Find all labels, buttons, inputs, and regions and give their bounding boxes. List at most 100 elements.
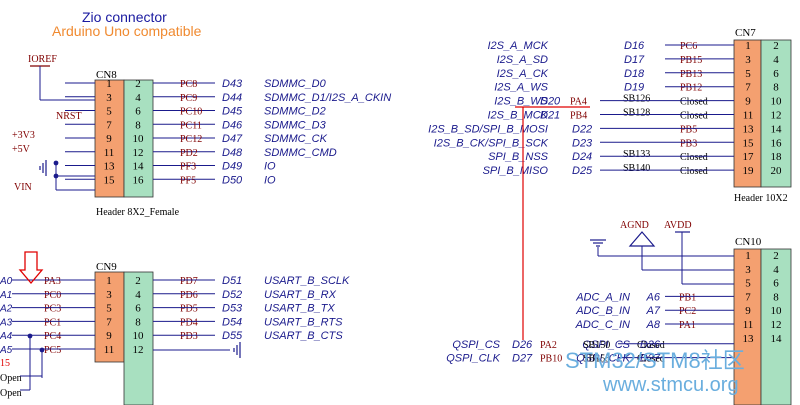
- cn10-anum: D26: [640, 339, 661, 351]
- cn10-port: PC2: [679, 306, 696, 317]
- cn10-anum: A7: [646, 305, 661, 317]
- cn7-signal: I2S_A_CK: [497, 68, 549, 80]
- cn8-port: PC12: [180, 134, 202, 145]
- cn8-dnum: D45: [222, 106, 243, 118]
- cn10-signal: QSPI_CS: [452, 339, 500, 351]
- cn8-signal: SDMMC_CK: [264, 133, 328, 145]
- cn9-ref: CN9: [96, 261, 117, 273]
- cn7-pin: 16: [771, 137, 783, 149]
- cn9-dnum: D55: [222, 330, 243, 342]
- cn10-dnum: D27: [512, 353, 533, 365]
- cn7-port: PB13: [680, 69, 702, 80]
- cn7-pin: 20: [771, 165, 783, 177]
- cn8-dnum: D49: [222, 161, 242, 173]
- cn9-port: PD6: [180, 290, 198, 301]
- cn9-left-port: PA3: [44, 276, 61, 287]
- cn9-left-port: PC5: [44, 345, 61, 356]
- cn7-sb: SB133: [623, 149, 650, 160]
- cn7-signal: I2S_A_SD: [497, 54, 548, 66]
- cn9-open-1: Open: [0, 373, 22, 384]
- cn8-dnum: D43: [222, 78, 243, 90]
- cn7-signal: I2S_A_MCK: [487, 40, 548, 52]
- cn8-signal: SDMMC_D3: [264, 119, 327, 131]
- cn10-pin: 2: [773, 250, 779, 262]
- cn8-pin: 3: [106, 92, 112, 104]
- cn8-signal: SDMMC_CMD: [264, 147, 337, 159]
- cn8-dnum: D46: [222, 119, 243, 131]
- cn7-sb: SB126: [623, 94, 650, 105]
- cn7-dnum: D19: [624, 82, 644, 94]
- cn10-pin: 12: [771, 319, 782, 331]
- cn10-pin: 14: [771, 333, 783, 345]
- cn9-pin: 11: [104, 344, 115, 356]
- cn8-signal: IO: [264, 161, 276, 173]
- cn9-port: PD4: [180, 317, 198, 328]
- cn7-pin: 3: [745, 54, 751, 66]
- cn9-pin: 12: [133, 344, 144, 356]
- cn8-port: PD2: [180, 148, 198, 159]
- cn8-pin: 11: [104, 147, 115, 159]
- net-nrst: NRST: [56, 111, 82, 122]
- cn7-dnum: D16: [624, 40, 645, 52]
- cn9-signal: USART_B_TX: [264, 303, 335, 315]
- cn8-label: Header 8X2_Female: [96, 207, 180, 218]
- cn7-pin: 19: [743, 165, 755, 177]
- cn7-port: PB12: [680, 83, 702, 94]
- cn7-dnum: D25: [572, 165, 593, 177]
- cn9-even-block: [123, 271, 154, 405]
- cn9-analog: A5: [0, 345, 13, 356]
- cn8-pin: 13: [104, 161, 116, 173]
- cn7-pin: 12: [771, 110, 782, 122]
- cn9-left-port: PC4: [44, 331, 61, 342]
- cn7-label: Header 10X2: [734, 193, 788, 204]
- net-vin: VIN: [14, 182, 32, 193]
- cn9-pin: 10: [133, 330, 145, 342]
- cn9-signal: USART_B_CTS: [264, 330, 343, 342]
- cn8-pin: 16: [133, 174, 145, 186]
- cn7-pin: 7: [745, 82, 751, 94]
- cn10-signal: QSPI_CLK: [576, 353, 630, 365]
- cn9-port: PD3: [180, 331, 198, 342]
- cn8-dnum: D44: [222, 92, 242, 104]
- page-subtitle: Arduino Uno compatible: [52, 23, 202, 39]
- cn7-dnum: D24: [572, 151, 592, 163]
- cn10-signal: ADC_A_IN: [575, 291, 630, 303]
- cn8-port: PC11: [180, 120, 202, 131]
- cn8-pin: 8: [135, 119, 141, 131]
- cn8-pin: 1: [106, 78, 112, 90]
- cn10-signal: QSPI_CS: [582, 339, 630, 351]
- cn10-anum: A8: [646, 319, 661, 331]
- cn7-signal: I2S_B_SD/SPI_B_MOSI: [428, 123, 548, 135]
- cn7-signal: I2S_B_CK/SPI_B_SCK: [434, 137, 549, 149]
- cn8-pin: 7: [106, 119, 112, 131]
- cn7-pin: 9: [745, 96, 751, 108]
- cn7-pin: 14: [771, 123, 783, 135]
- cn10-anum: D27: [640, 353, 661, 365]
- cn9-open-2: Open: [0, 388, 22, 399]
- cn7-state: Closed: [680, 97, 708, 108]
- cn7-even-block: [760, 39, 792, 188]
- cn10-port: PA1: [679, 320, 696, 331]
- cn9-pin: 9: [106, 330, 112, 342]
- cn10-anum: A6: [646, 291, 661, 303]
- cn9-pin: 6: [135, 303, 141, 315]
- cn8-pin: 4: [135, 92, 141, 104]
- cn9-pin: 8: [135, 316, 141, 328]
- cn7-pin: 4: [773, 54, 779, 66]
- cn7-pin: 5: [745, 68, 751, 80]
- cn10-pin: 5: [745, 278, 751, 290]
- net-5v: +5V: [12, 144, 31, 155]
- cn10-pin: 8: [773, 291, 779, 303]
- cn8-odd-block: [94, 79, 125, 198]
- cn9-analog: A2: [0, 304, 13, 315]
- agnd-icon: [628, 231, 656, 247]
- cn10-port: PA2: [540, 340, 557, 351]
- cn8-pin: 2: [135, 78, 141, 90]
- cn9-analog: A3: [0, 317, 13, 328]
- cn7-signal: I2S_A_WS: [494, 82, 548, 94]
- cn7-port: PB4: [570, 111, 587, 122]
- cn7-pin: 17: [743, 151, 755, 163]
- cn10-signal: ADC_B_IN: [575, 305, 630, 317]
